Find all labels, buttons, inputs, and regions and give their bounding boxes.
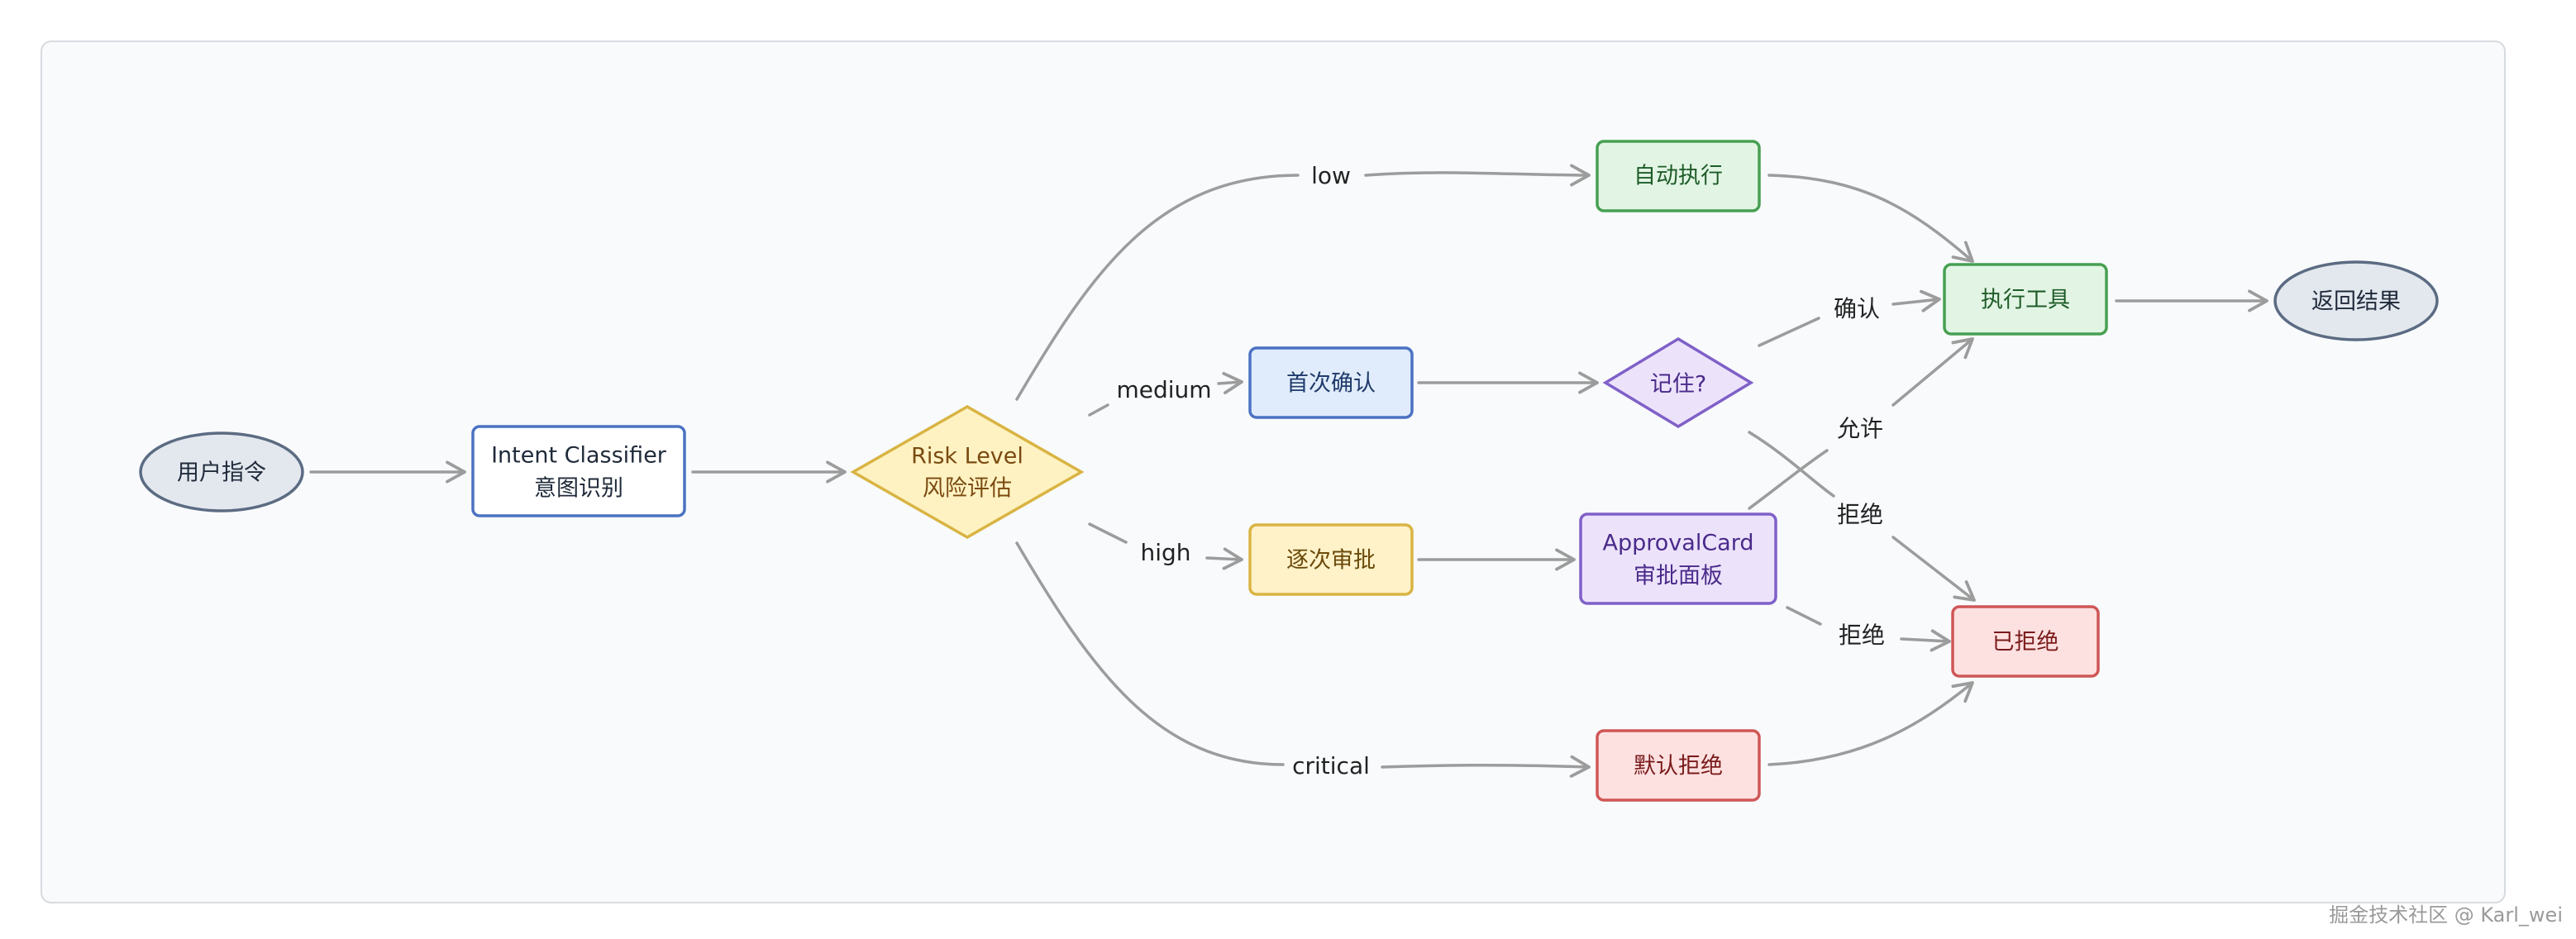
- edge-confirm-label-to-execute: [1891, 289, 1941, 312]
- node-user-command-label: 用户指令: [177, 460, 266, 486]
- node-auto-execute-label: 自动执行: [1634, 164, 1723, 189]
- watermark: 掘金技术社区 @ Karl_wei: [2329, 903, 2563, 927]
- node-step-approval-label: 逐次审批: [1286, 548, 1376, 574]
- node-rejected[interactable]: 已拒绝: [1951, 605, 2100, 678]
- node-default-reject[interactable]: 默认拒绝: [1596, 729, 1761, 802]
- edge-reject-label-to-rejected-2: [1900, 629, 1951, 652]
- edge-reject-label-to-rejected: [1891, 536, 1976, 602]
- edge-remember-to-confirm-label: [1758, 317, 1820, 347]
- node-user-command[interactable]: 用户指令: [139, 431, 304, 512]
- edge-risk-to-high-label: [1088, 522, 1128, 544]
- node-remember-label: 记住?: [1650, 372, 1706, 398]
- edge-default-reject-to-rejected: [1767, 681, 1974, 766]
- edge-risk-to-medium-label: [1088, 403, 1109, 417]
- node-return-result-label: 返回结果: [2311, 289, 2401, 315]
- node-execute-tool-label: 执行工具: [1981, 288, 2070, 313]
- edge-auto-to-execute: [1767, 174, 1974, 263]
- node-return-result[interactable]: 返回结果: [2273, 260, 2439, 341]
- edge-medium-label-to-confirm: [1217, 371, 1243, 394]
- node-rejected-label: 已拒绝: [1992, 630, 2059, 655]
- edges: [309, 164, 2268, 778]
- edge-low-label-to-auto: [1364, 164, 1591, 187]
- node-approval-card-line1: ApprovalCard: [1603, 531, 1754, 556]
- edge-label-confirm: 确认: [1834, 295, 1880, 322]
- edge-label-critical: critical: [1292, 752, 1370, 779]
- edge-labels: low medium high critical 确认 允许 拒绝 拒绝: [1116, 162, 1885, 779]
- node-risk-level[interactable]: Risk Level 风险评估: [850, 404, 1085, 540]
- node-first-confirm-label: 首次确认: [1286, 371, 1376, 397]
- edge-risk-to-critical-label: [1015, 541, 1285, 766]
- edge-risk-to-low-label: [1015, 174, 1300, 401]
- edge-allow-label-to-execute: [1891, 337, 1974, 407]
- node-auto-execute[interactable]: 自动执行: [1596, 140, 1761, 212]
- node-remember[interactable]: 记住?: [1602, 336, 1754, 429]
- edge-label-reject-remember: 拒绝: [1837, 501, 1883, 528]
- edge-label-high: high: [1140, 539, 1190, 566]
- node-step-approval[interactable]: 逐次审批: [1248, 523, 1414, 596]
- node-default-reject-label: 默认拒绝: [1634, 754, 1723, 779]
- edge-critical-label-to-default-reject: [1381, 755, 1591, 778]
- edge-label-medium: medium: [1116, 376, 1211, 403]
- node-approval-card-line2: 审批面板: [1634, 564, 1723, 589]
- node-risk-level-line1: Risk Level: [911, 444, 1023, 470]
- edge-label-allow: 允许: [1837, 415, 1883, 442]
- node-intent-classifier-line1: Intent Classifier: [491, 443, 667, 469]
- node-risk-level-line2: 风险评估: [923, 476, 1012, 502]
- edge-label-low: low: [1311, 162, 1351, 189]
- edge-high-label-to-step: [1205, 547, 1243, 570]
- diagram-frame: [41, 41, 2506, 903]
- node-intent-classifier-line2: 意图识别: [534, 476, 623, 502]
- node-approval-card[interactable]: ApprovalCard 审批面板: [1579, 512, 1777, 605]
- edge-remember-to-reject-label: [1748, 431, 1835, 498]
- node-first-confirm[interactable]: 首次确认: [1248, 346, 1414, 419]
- edge-label-reject-approval: 拒绝: [1839, 622, 1885, 649]
- edge-approval-to-allow-label: [1748, 449, 1829, 510]
- edge-approval-to-reject-label: [1786, 606, 1822, 626]
- node-execute-tool[interactable]: 执行工具: [1943, 263, 2108, 336]
- node-intent-classifier[interactable]: Intent Classifier 意图识别: [471, 425, 686, 517]
